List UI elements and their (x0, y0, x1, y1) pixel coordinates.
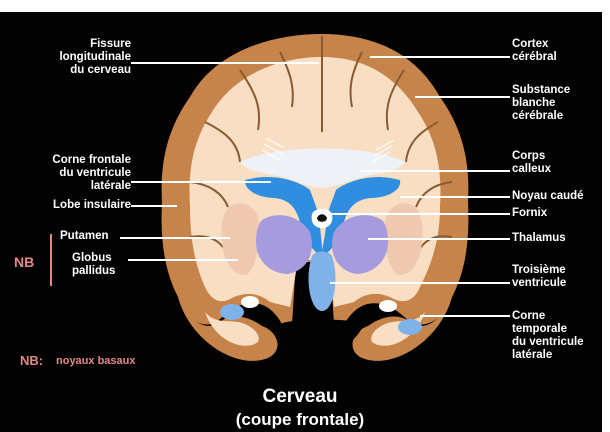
label-corps-calleux: Corps calleux (512, 150, 551, 176)
label-corne-frontale: Corne frontale du ventricule latérale (6, 154, 131, 193)
label-troisieme-ventricule: Troisième ventricule (512, 264, 566, 290)
midbrain-gap (280, 320, 364, 355)
label-nb: NB (14, 256, 34, 269)
pointer-fissure (131, 62, 319, 64)
legend-nb-key: NB: (20, 354, 43, 367)
label-cortex: Cortex cérébral (512, 38, 557, 64)
label-thalamus: Thalamus (512, 232, 566, 245)
pointer-putamen (120, 237, 230, 239)
label-globus-pallidus: Globus pallidus (72, 252, 115, 278)
pointer-lobe-insulaire (131, 205, 177, 207)
legend-nb-text: noyaux basaux (56, 355, 135, 368)
label-corne-temporale: Corne temporale du ventricule latérale (512, 310, 584, 362)
pointer-cortex (370, 56, 510, 58)
pointer-fornix (332, 213, 510, 215)
diagram-subtitle: (coupe frontale) (0, 410, 600, 430)
diagram-panel: Fissure longitudinale du cerveau Corne f… (0, 12, 602, 432)
pointer-corne-frontale (131, 181, 271, 183)
hippocampus-left (241, 296, 259, 308)
pointer-corps-calleux (360, 170, 510, 172)
temporal-horn-right (398, 319, 422, 335)
pointer-noyau-caude (400, 196, 510, 198)
temporal-horn-left (220, 304, 244, 320)
label-putamen: Putamen (60, 230, 109, 243)
pointer-thalamus (368, 238, 510, 240)
nb-bracket (50, 234, 52, 286)
label-substance-blanche: Substance blanche cérébrale (512, 84, 570, 123)
pointer-troisieme-ventricule (330, 282, 510, 284)
diagram-title: Cerveau (0, 386, 600, 407)
label-noyau-caude: Noyau caudé (512, 190, 584, 203)
label-fornix: Fornix (512, 207, 547, 220)
hippocampus-right (379, 300, 397, 312)
label-fissure-longitudinale: Fissure longitudinale du cerveau (6, 38, 131, 77)
pointer-substance-blanche (415, 96, 510, 98)
pointer-corne-temporale (420, 315, 510, 317)
label-lobe-insulaire: Lobe insulaire (6, 199, 131, 212)
pointer-globus-pallidus (128, 259, 238, 261)
